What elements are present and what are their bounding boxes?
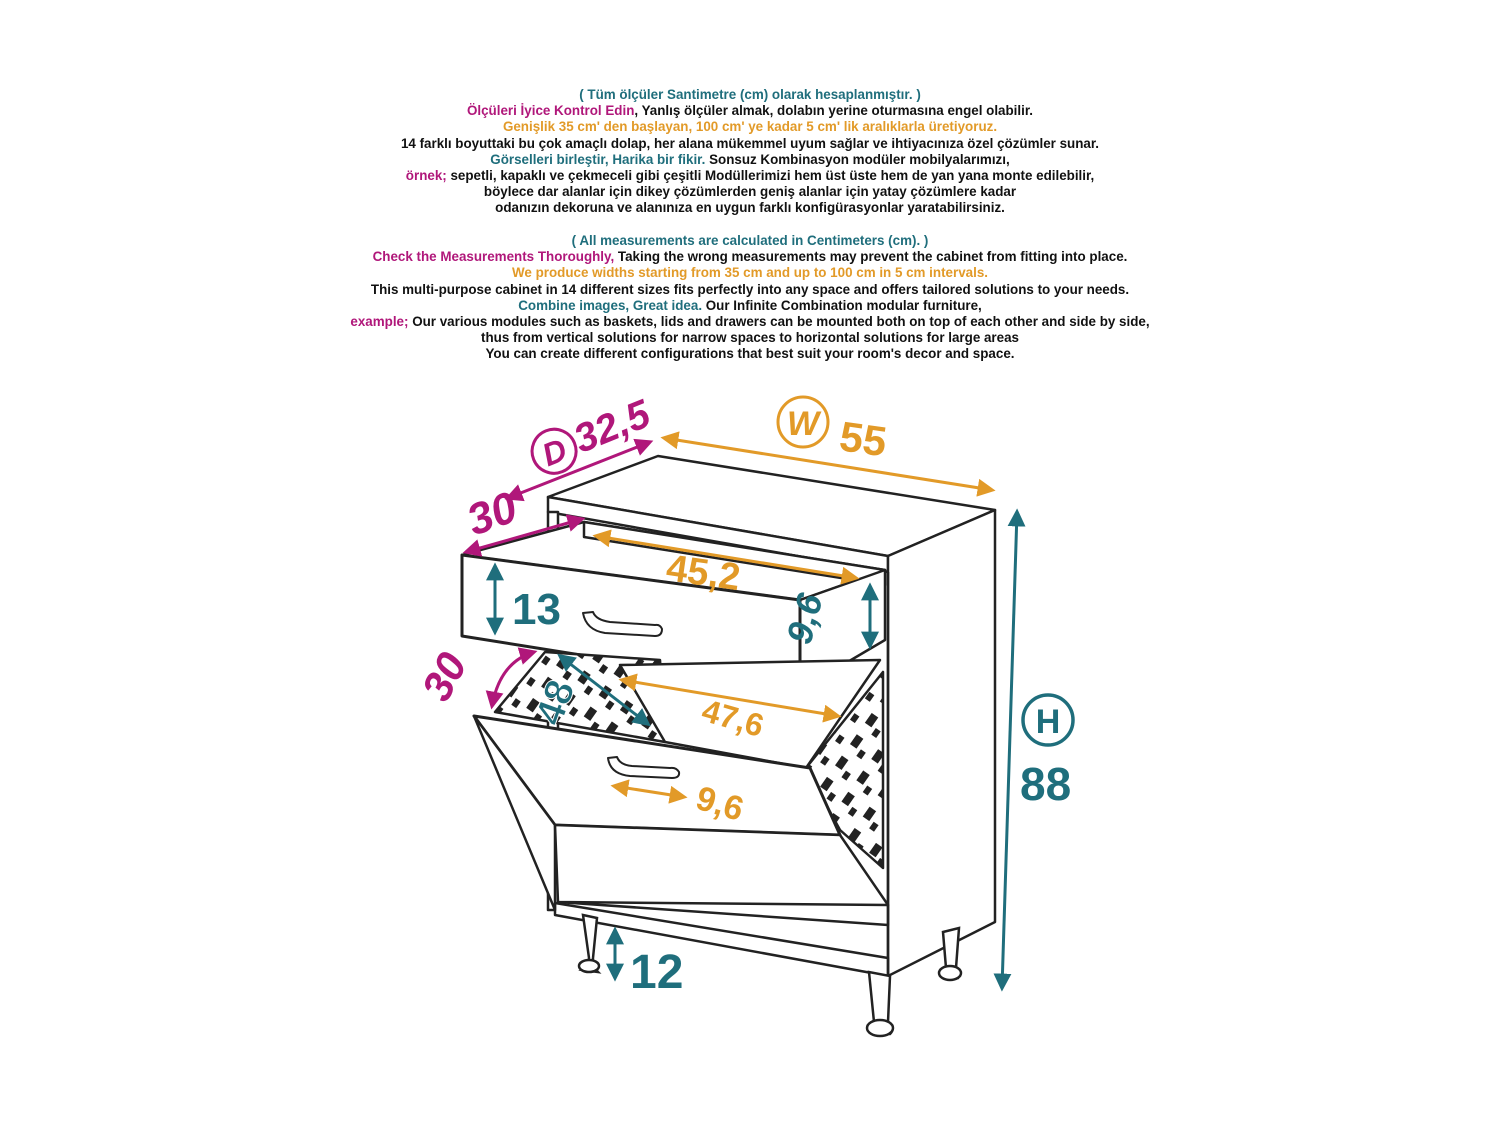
depth-badge — [530, 427, 578, 475]
tr-line7: böylece dar alanlar için dikey çözümlerd… — [483, 184, 1017, 200]
dimension-arrows — [462, 431, 1026, 992]
basket-tilt-value: 30 — [412, 645, 475, 708]
en-example-line: example; Our various modules such as bas… — [0, 314, 1500, 330]
leg-height-value: 12 — [630, 946, 683, 999]
tr-combine-highlight: Görselleri birleştir, Harika bir fikir. — [490, 151, 706, 167]
turkish-description: ( Tüm ölçüler Santimetre (cm) olarak hes… — [0, 87, 1500, 217]
en-example-rest: Our various modules such as baskets, lid… — [408, 314, 1150, 330]
tr-example-line: örnek; sepetli, kapaklı ve çekmeceli gib… — [0, 168, 1500, 184]
en-combine-line: Combine images, Great idea. Our Infinite… — [0, 298, 1500, 314]
tr-check-highlight: Ölçüleri İyice Kontrol Edin — [466, 103, 635, 119]
en-combine-rest: Our Infinite Combination modular furnitu… — [702, 297, 982, 313]
en-check-line: Check the Measurements Thoroughly, Takin… — [0, 249, 1500, 265]
width-value: 55 — [837, 412, 890, 465]
en-title: ( All measurements are calculated in Cen… — [571, 233, 929, 248]
depth-letter: D — [537, 431, 572, 473]
width-badge — [776, 395, 830, 449]
height-value: 88 — [1020, 758, 1071, 810]
tr-line8: odanızın dekoruna ve alanınıza en uygun … — [495, 200, 1005, 216]
tr-combine-rest: Sonsuz Kombinasyon modüler mobilyalarımı… — [705, 151, 1010, 167]
en-combine-highlight: Combine images, Great idea. — [518, 297, 703, 313]
tr-example-highlight: örnek; — [405, 168, 447, 184]
en-sizes: This multi-purpose cabinet in 14 differe… — [370, 281, 1130, 297]
en-widths: We produce widths starting from 35 cm an… — [512, 265, 988, 281]
en-check-highlight: Check the Measurements Thoroughly, — [372, 249, 615, 265]
depth-value: 32,5 — [568, 391, 657, 461]
en-line7: thus from vertical solutions for narrow … — [481, 330, 1019, 346]
en-line8: You can create different configurations … — [485, 346, 1015, 362]
tr-check-line: Ölçüleri İyice Kontrol Edin, Yanlış ölçü… — [0, 103, 1500, 119]
en-check-rest: Taking the wrong measurements may preven… — [614, 249, 1128, 265]
width-letter: W — [787, 405, 822, 443]
height-badge — [1021, 693, 1075, 747]
english-description: ( All measurements are calculated in Cen… — [0, 233, 1500, 363]
tr-combine-line: Görselleri birleştir, Harika bir fikir. … — [0, 152, 1500, 168]
tr-widths: Genişlik 35 cm' den başlayan, 100 cm' ye… — [502, 119, 998, 135]
tr-example-rest: sepetli, kapaklı ve çekmeceli gibi çeşit… — [446, 168, 1095, 184]
tr-title: ( Tüm ölçüler Santimetre (cm) olarak hes… — [579, 87, 921, 102]
tr-sizes: 14 farklı boyuttaki bu çok amaçlı dolap,… — [400, 135, 1100, 151]
tr-check-rest: , Yanlış ölçüler almak, dolabın yerine o… — [634, 103, 1034, 119]
drawer-front-height-value: 13 — [512, 585, 561, 634]
en-example-highlight: example; — [350, 314, 409, 330]
drawer-depth-value: 30 — [461, 482, 524, 545]
height-letter: H — [1036, 703, 1061, 741]
cabinet-legs — [577, 913, 963, 1038]
drawer-inner-width-value: 45,2 — [664, 547, 743, 599]
